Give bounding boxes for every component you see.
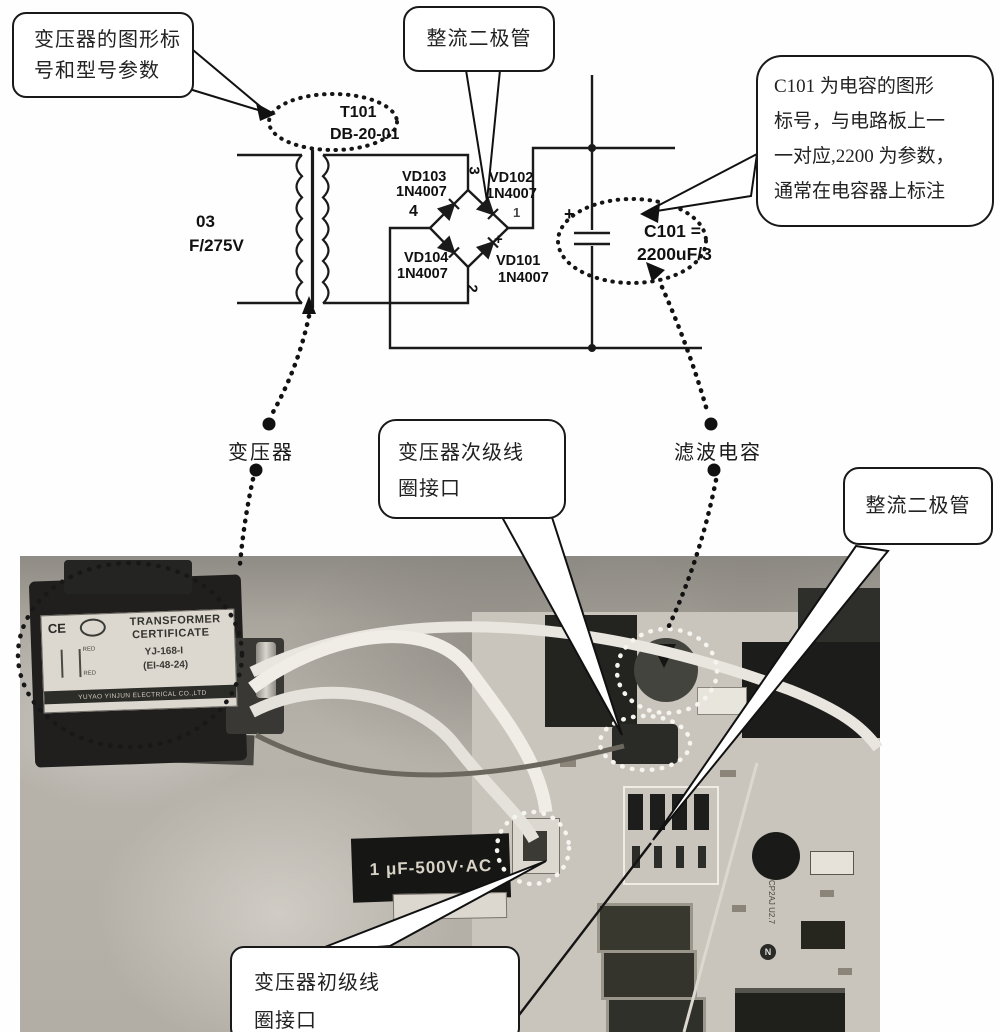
metal-post	[256, 642, 276, 698]
plate-model: YJ-168-I	[144, 645, 184, 658]
callout-line: 一对应,2200 为参数，	[774, 146, 955, 167]
callout-line: 号和型号参数	[34, 60, 160, 82]
relay-3	[606, 997, 706, 1032]
photo-secondary-connector	[612, 724, 678, 764]
relay-2	[601, 950, 697, 1000]
ce-mark: CE	[47, 620, 67, 637]
leader-dot	[262, 417, 276, 431]
transformer-ref: T101	[340, 104, 377, 121]
left-partial-text: 03	[196, 212, 215, 231]
callout-transformer-symbol: 变压器的图形标 号和型号参数	[12, 12, 194, 98]
callout-line: 标号，与电路板上一	[774, 111, 946, 132]
c101-value: 2200uF/3	[637, 244, 712, 264]
pcb-black-component-right	[742, 642, 880, 738]
callout-secondary-coil: 变压器次级线 圈接口	[378, 419, 566, 519]
pcb-logo-n: N	[760, 944, 776, 960]
diode-part-vd104: 1N4007	[397, 266, 448, 282]
callout-text: 整流二极管	[865, 494, 971, 517]
callout-line: 变压器的图形标	[34, 29, 181, 51]
diode-part-vd101: 1N4007	[498, 270, 549, 286]
leader-dot	[249, 463, 263, 477]
callout-primary-coil: 变压器初级线 圈接口	[230, 946, 520, 1032]
plate-red-bottom: RED	[83, 670, 97, 677]
callout-line: 圈接口	[254, 1010, 317, 1032]
plate-winding-icon	[60, 649, 82, 678]
label-transformer: 变压器	[228, 442, 294, 464]
callout-line: 变压器初级线	[254, 972, 380, 994]
c101-plus-sign: +	[564, 204, 575, 224]
leader-arrowhead-transformer	[302, 296, 316, 314]
pcb-code-label: CP2AJ U2.7	[767, 880, 776, 925]
ic-large	[735, 988, 845, 1032]
callout-c101-note: C101 为电容的图形 标号，与电路板上一 一对应,2200 为参数， 通常在电…	[756, 55, 994, 227]
leader-arrowhead-capacitor	[646, 262, 665, 282]
label-filter-capacitor: 滤波电容	[674, 442, 762, 464]
pcb-dark-component	[545, 615, 637, 727]
resistor	[820, 890, 834, 897]
bridge-pin-3: 3	[465, 166, 483, 175]
callout-line: C101 为电容的图形	[774, 76, 934, 97]
transformer-certificate-plate: CE TRANSFORMER CERTIFICATE RED RED YJ-16…	[40, 608, 238, 714]
bridge-plus-sign: +	[494, 231, 503, 248]
white-connector-small	[697, 687, 747, 715]
diode-ref-vd103: VD103	[402, 169, 447, 185]
plate-model2: (EI-48-24)	[142, 659, 189, 672]
ic-small	[801, 921, 845, 949]
photo-transformer-top	[64, 560, 192, 594]
transformer-model: DB-20-01	[330, 126, 400, 143]
bridge-pin-4: 4	[409, 203, 418, 220]
callout-rectifier-photo: 整流二极管	[843, 467, 993, 545]
resistor	[560, 760, 576, 767]
pcb-dark-component-upper-right	[798, 588, 880, 642]
callout-text: 整流二极管	[426, 27, 532, 50]
film-capacitor-label: 1 μF-500V·AC	[369, 855, 493, 880]
callout-line: 变压器次级线	[398, 442, 524, 464]
bridge-pin-2: 2	[463, 284, 481, 293]
callout-rectifier-schematic: 整流二极管	[403, 6, 555, 72]
photo-filter-capacitor	[634, 638, 698, 702]
c101-ref: C101 =	[644, 221, 701, 241]
callout-line: 圈接口	[398, 478, 461, 500]
diode-part-vd102: 1N4007	[486, 186, 537, 202]
diode-ref-vd102: VD102	[489, 170, 534, 186]
resistor	[838, 968, 852, 975]
leader-dot	[707, 463, 721, 477]
tail-arrowhead-t101	[256, 103, 276, 121]
rectifier-diodes-box	[623, 786, 719, 885]
relay-1	[597, 903, 693, 953]
photo-primary-connector	[512, 818, 560, 874]
cert-line2: CERTIFICATE	[131, 626, 210, 642]
junction-dot	[588, 144, 596, 152]
resistor	[732, 905, 746, 912]
cert-logo-icon	[79, 618, 107, 638]
diode-ref-vd104: VD104	[404, 250, 449, 266]
left-partial-text: F/275V	[189, 236, 244, 255]
diode-part-vd103: 1N4007	[396, 184, 447, 200]
pin-header-strip	[392, 892, 508, 920]
bridge-pin-1: 1	[513, 205, 521, 220]
resistor	[720, 770, 736, 777]
leader-dot	[704, 417, 718, 431]
bridge-diodes	[436, 196, 499, 260]
buzzer	[752, 832, 800, 880]
plate-red-top: RED	[82, 646, 96, 653]
callout-line: 通常在电容器上标注	[774, 181, 946, 202]
white-box	[810, 851, 854, 875]
diode-ref-vd101: VD101	[496, 253, 541, 269]
junction-dot	[588, 344, 596, 352]
tail-arrowhead-c101	[640, 203, 660, 223]
schematic-wires	[237, 75, 702, 350]
